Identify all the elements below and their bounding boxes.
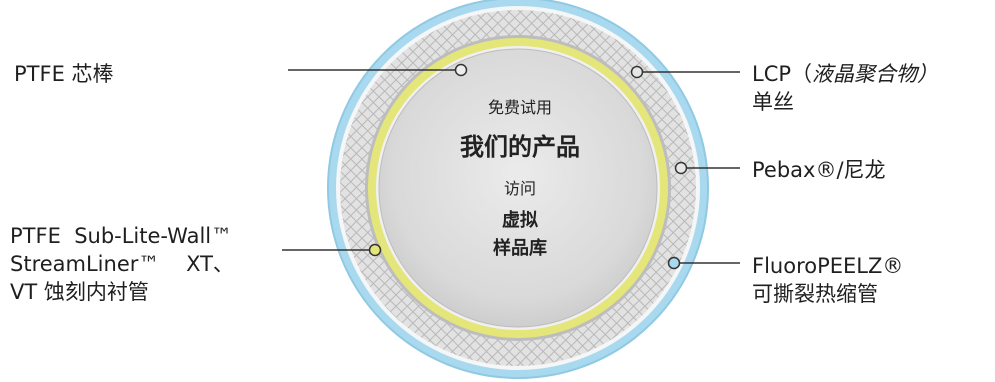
free-trial-text: 免费试用 <box>487 98 552 117</box>
marker-lcp <box>630 65 644 79</box>
label-lcp-line2: 单丝 <box>752 90 794 114</box>
our-products-title[interactable]: 我们的产品 <box>460 133 580 161</box>
label-lcp-line1: LCP（液晶聚合物） <box>752 60 938 88</box>
marker-pebax <box>674 161 688 175</box>
marker-fluoro <box>667 256 681 270</box>
label-liner-line1: PTFE Sub-Lite-Wall™ <box>10 224 233 248</box>
label-pebax-text: Pebax®/尼龙 <box>752 158 886 182</box>
visit-text: 访问 <box>503 179 536 198</box>
label-fluoro-line1: FluoroPEELZ® <box>752 254 904 278</box>
virtual-sample-library-link-line1[interactable]: 虚拟 <box>502 210 538 231</box>
label-etched-liner: PTFE Sub-Lite-Wall™ StreamLiner™ XT、 VT … <box>10 222 234 306</box>
core-circle <box>378 48 658 328</box>
label-lcp-suffix: ） <box>917 62 939 86</box>
label-liner-line2: StreamLiner™ XT、 <box>10 252 234 276</box>
label-liner-line3: VT 蚀刻内衬管 <box>10 280 149 304</box>
label-lcp-prefix: LCP（ <box>752 62 813 86</box>
virtual-sample-library-link-line2[interactable]: 样品库 <box>493 238 547 259</box>
label-fluoro-line2: 可撕裂热缩管 <box>752 282 878 306</box>
label-pebax-nylon: Pebax®/尼龙 <box>752 156 886 184</box>
label-ptfe-mandrel-text: PTFE 芯棒 <box>14 62 114 86</box>
label-ptfe-mandrel: PTFE 芯棒 <box>14 60 114 88</box>
label-fluoropeelz: FluoroPEELZ® 可撕裂热缩管 <box>752 252 903 308</box>
label-lcp-monofilament: LCP（液晶聚合物） 单丝 <box>752 60 938 116</box>
marker-liner <box>368 243 382 257</box>
marker-ptfe-mandrel <box>454 63 468 77</box>
label-lcp-italic: 液晶聚合物 <box>812 62 918 86</box>
